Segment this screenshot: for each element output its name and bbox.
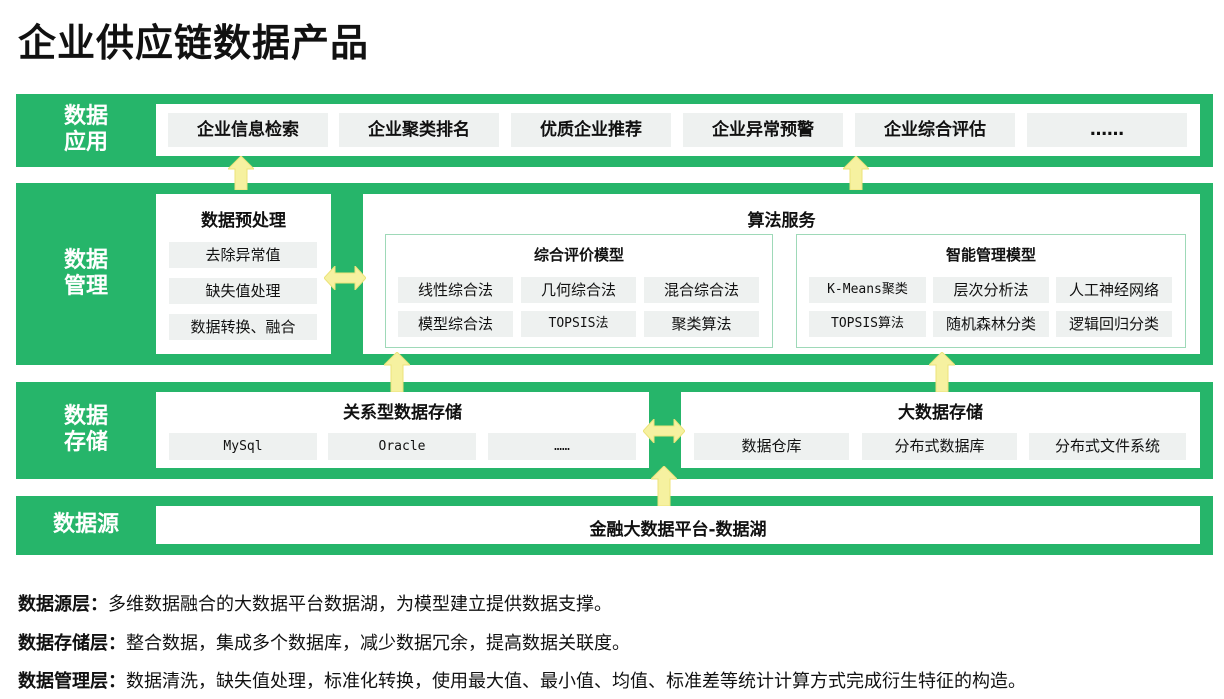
layer-app-label-line1: 数据 <box>63 104 108 129</box>
app-item: 企业异常预警 <box>683 113 843 147</box>
arrow-bidirectional-icon <box>643 419 685 443</box>
layer-source-label: 数据源 <box>52 512 119 537</box>
description-text: 数据清洗，缺失值处理，标准化转换，使用最大值、最小值、均值、标准差等统计计算方式… <box>126 671 1026 692</box>
bigdata-storage-item: 分布式数据库 <box>862 433 1017 460</box>
eval-model-item: 混合综合法 <box>644 277 759 303</box>
arrow-up-icon <box>228 156 254 190</box>
preprocess-panel: 数据预处理 去除异常值 缺失值处理 数据转换、融合 <box>156 194 331 354</box>
bigdata-storage-item: 分布式文件系统 <box>1029 433 1186 460</box>
preprocess-title: 数据预处理 <box>201 211 286 231</box>
eval-model-item: 模型综合法 <box>398 311 513 337</box>
arrow-up-icon <box>929 352 955 392</box>
layer-storage-label: 数据 存储 <box>16 404 156 456</box>
app-item: …… <box>1027 113 1187 147</box>
arrow-up-icon <box>651 466 677 506</box>
layer-app-label-line2: 应用 <box>63 130 108 155</box>
description-mgmt: 数据管理层：数据清洗，缺失值处理，标准化转换，使用最大值、最小值、均值、标准差等… <box>18 667 1026 693</box>
app-item: 企业信息检索 <box>168 113 328 147</box>
source-content: 金融大数据平台-数据湖 <box>589 520 767 540</box>
layer-storage-label-line2: 存储 <box>63 430 108 455</box>
app-panel: 企业信息检索 企业聚类排名 优质企业推荐 企业异常预警 企业综合评估 …… <box>156 104 1200 156</box>
layer-storage: 数据 存储 关系型数据存储 MySql Oracle …… 大数据存储 数据仓库… <box>16 382 1213 479</box>
algo-panel: 算法服务 综合评价模型 线性综合法 几何综合法 混合综合法 模型综合法 TOPS… <box>363 194 1200 354</box>
relational-storage-panel: 关系型数据存储 MySql Oracle …… <box>156 392 649 468</box>
description-storage: 数据存储层：整合数据，集成多个数据库，减少数据冗余，提高数据关联度。 <box>18 629 630 655</box>
smart-model-item: 随机森林分类 <box>933 311 1049 337</box>
smart-model-item: 逻辑回归分类 <box>1056 311 1172 337</box>
arrow-up-icon <box>843 156 869 190</box>
relational-storage-item: …… <box>488 433 636 460</box>
app-item: 优质企业推荐 <box>511 113 671 147</box>
eval-model-item: 几何综合法 <box>521 277 636 303</box>
eval-model-item: TOPSIS法 <box>521 311 636 337</box>
layer-app-label: 数据 应用 <box>16 104 156 156</box>
layer-mgmt-label: 数据 管理 <box>16 248 156 300</box>
arrow-up-icon <box>384 352 410 392</box>
preprocess-item: 去除异常值 <box>169 242 317 268</box>
algo-title: 算法服务 <box>747 211 816 231</box>
bigdata-storage-item: 数据仓库 <box>694 433 849 460</box>
layer-source: 数据源 金融大数据平台-数据湖 <box>16 496 1213 555</box>
description-label: 数据管理层： <box>18 671 126 692</box>
preprocess-item: 数据转换、融合 <box>169 314 317 340</box>
eval-model-box: 综合评价模型 线性综合法 几何综合法 混合综合法 模型综合法 TOPSIS法 聚… <box>385 234 773 348</box>
smart-model-item: 人工神经网络 <box>1056 277 1172 303</box>
layer-mgmt-label-line2: 管理 <box>63 274 108 299</box>
bigdata-storage-panel: 大数据存储 数据仓库 分布式数据库 分布式文件系统 <box>681 392 1200 468</box>
description-label: 数据存储层： <box>18 633 126 654</box>
smart-model-item: K-Means聚类 <box>809 277 926 303</box>
preprocess-item: 缺失值处理 <box>169 278 317 304</box>
description-text: 多维数据融合的大数据平台数据湖，为模型建立提供数据支撑。 <box>108 594 612 615</box>
description-source: 数据源层：多维数据融合的大数据平台数据湖，为模型建立提供数据支撑。 <box>18 590 612 616</box>
layer-app: 数据 应用 企业信息检索 企业聚类排名 优质企业推荐 企业异常预警 企业综合评估… <box>16 94 1213 167</box>
relational-storage-item: MySql <box>169 433 317 460</box>
layer-storage-label-line1: 数据 <box>63 404 108 429</box>
relational-storage-title: 关系型数据存储 <box>343 403 462 423</box>
smart-model-box: 智能管理模型 K-Means聚类 层次分析法 人工神经网络 TOPSIS算法 随… <box>796 234 1186 348</box>
eval-model-item: 线性综合法 <box>398 277 513 303</box>
arrow-bidirectional-icon <box>324 266 366 290</box>
description-text: 整合数据，集成多个数据库，减少数据冗余，提高数据关联度。 <box>126 633 630 654</box>
bigdata-storage-title: 大数据存储 <box>898 403 983 423</box>
eval-model-item: 聚类算法 <box>644 311 759 337</box>
smart-model-item: TOPSIS算法 <box>809 311 926 337</box>
description-label: 数据源层： <box>18 594 108 615</box>
app-item: 企业综合评估 <box>855 113 1015 147</box>
source-panel: 金融大数据平台-数据湖 <box>156 506 1200 544</box>
relational-storage-item: Oracle <box>328 433 476 460</box>
layer-mgmt: 数据 管理 数据预处理 去除异常值 缺失值处理 数据转换、融合 算法服务 综合评… <box>16 183 1213 365</box>
app-item: 企业聚类排名 <box>339 113 499 147</box>
layer-mgmt-label-line1: 数据 <box>63 248 108 273</box>
smart-model-title: 智能管理模型 <box>945 246 1036 264</box>
smart-model-item: 层次分析法 <box>933 277 1049 303</box>
eval-model-title: 综合评价模型 <box>533 246 624 264</box>
page-title: 企业供应链数据产品 <box>18 21 370 65</box>
